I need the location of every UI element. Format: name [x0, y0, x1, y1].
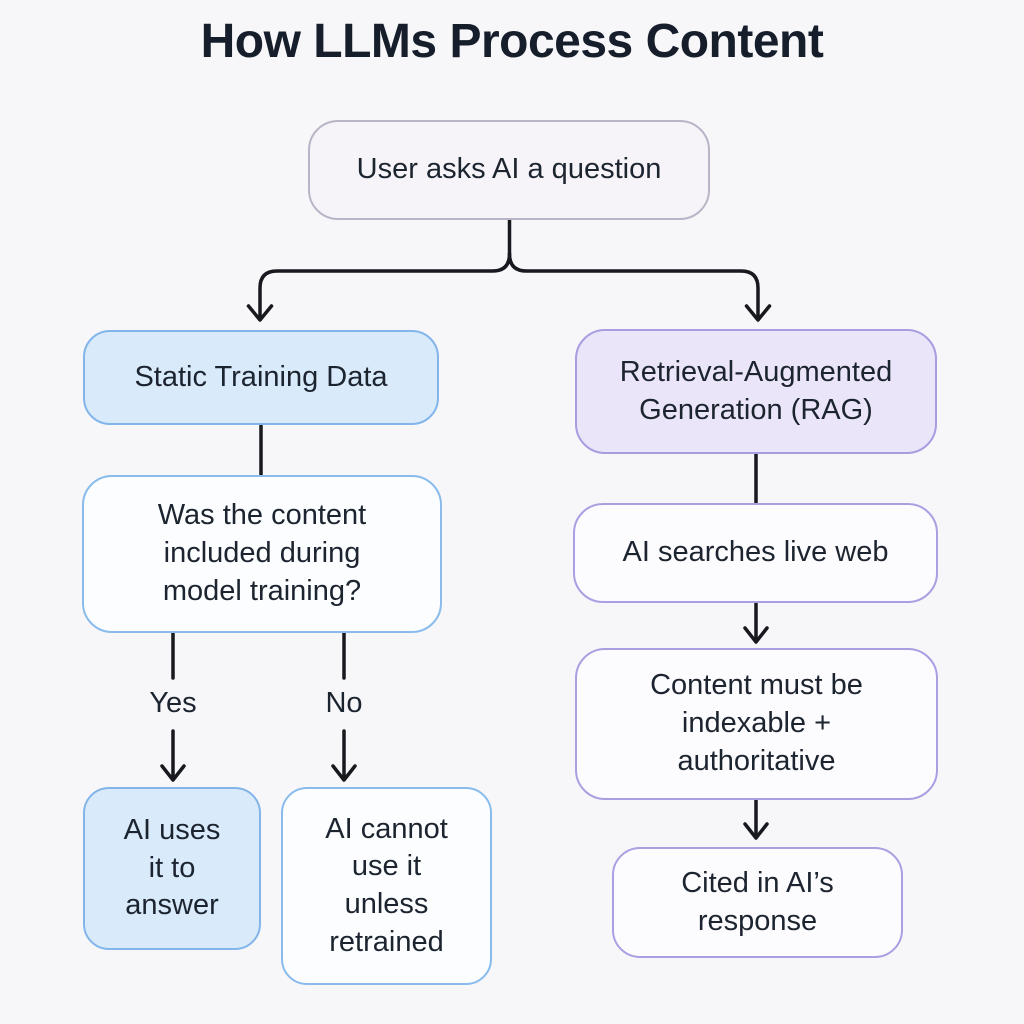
connector-indexable-cited: [743, 797, 769, 840]
node-training-question: Was the content included during model tr…: [82, 475, 442, 633]
edge-label-no: No: [325, 687, 363, 719]
arrowhead-cited-icon: [743, 822, 769, 840]
connector-root-split: [246, 218, 772, 322]
node-ai-searches-web: AI searches live web: [573, 503, 938, 603]
arrowhead-no-icon: [331, 764, 357, 782]
arrowhead-left-icon: [246, 304, 274, 322]
page-title: How LLMs Process Content: [200, 15, 824, 68]
branch-right-line: [507, 252, 760, 320]
edge-label-yes: Yes: [149, 687, 197, 719]
connector-yes: [160, 631, 186, 782]
node-ai-uses-answer: AI uses it to answer: [83, 787, 261, 950]
arrowhead-right-icon: [744, 304, 772, 322]
node-static-training-data: Static Training Data: [83, 330, 439, 425]
node-rag: Retrieval-Augmented Generation (RAG): [575, 329, 937, 454]
connector-searches-indexable: [743, 601, 769, 644]
node-user-question: User asks AI a question: [308, 120, 710, 220]
arrowhead-searches-icon: [743, 626, 769, 644]
arrowhead-yes-icon: [160, 764, 186, 782]
node-ai-cannot-use: AI cannot use it unless retrained: [281, 787, 492, 985]
node-cited-response: Cited in AI’s response: [612, 847, 903, 958]
connector-no: [331, 631, 357, 782]
branch-left-line: [258, 252, 512, 320]
node-content-indexable: Content must be indexable + authoritativ…: [575, 648, 938, 800]
